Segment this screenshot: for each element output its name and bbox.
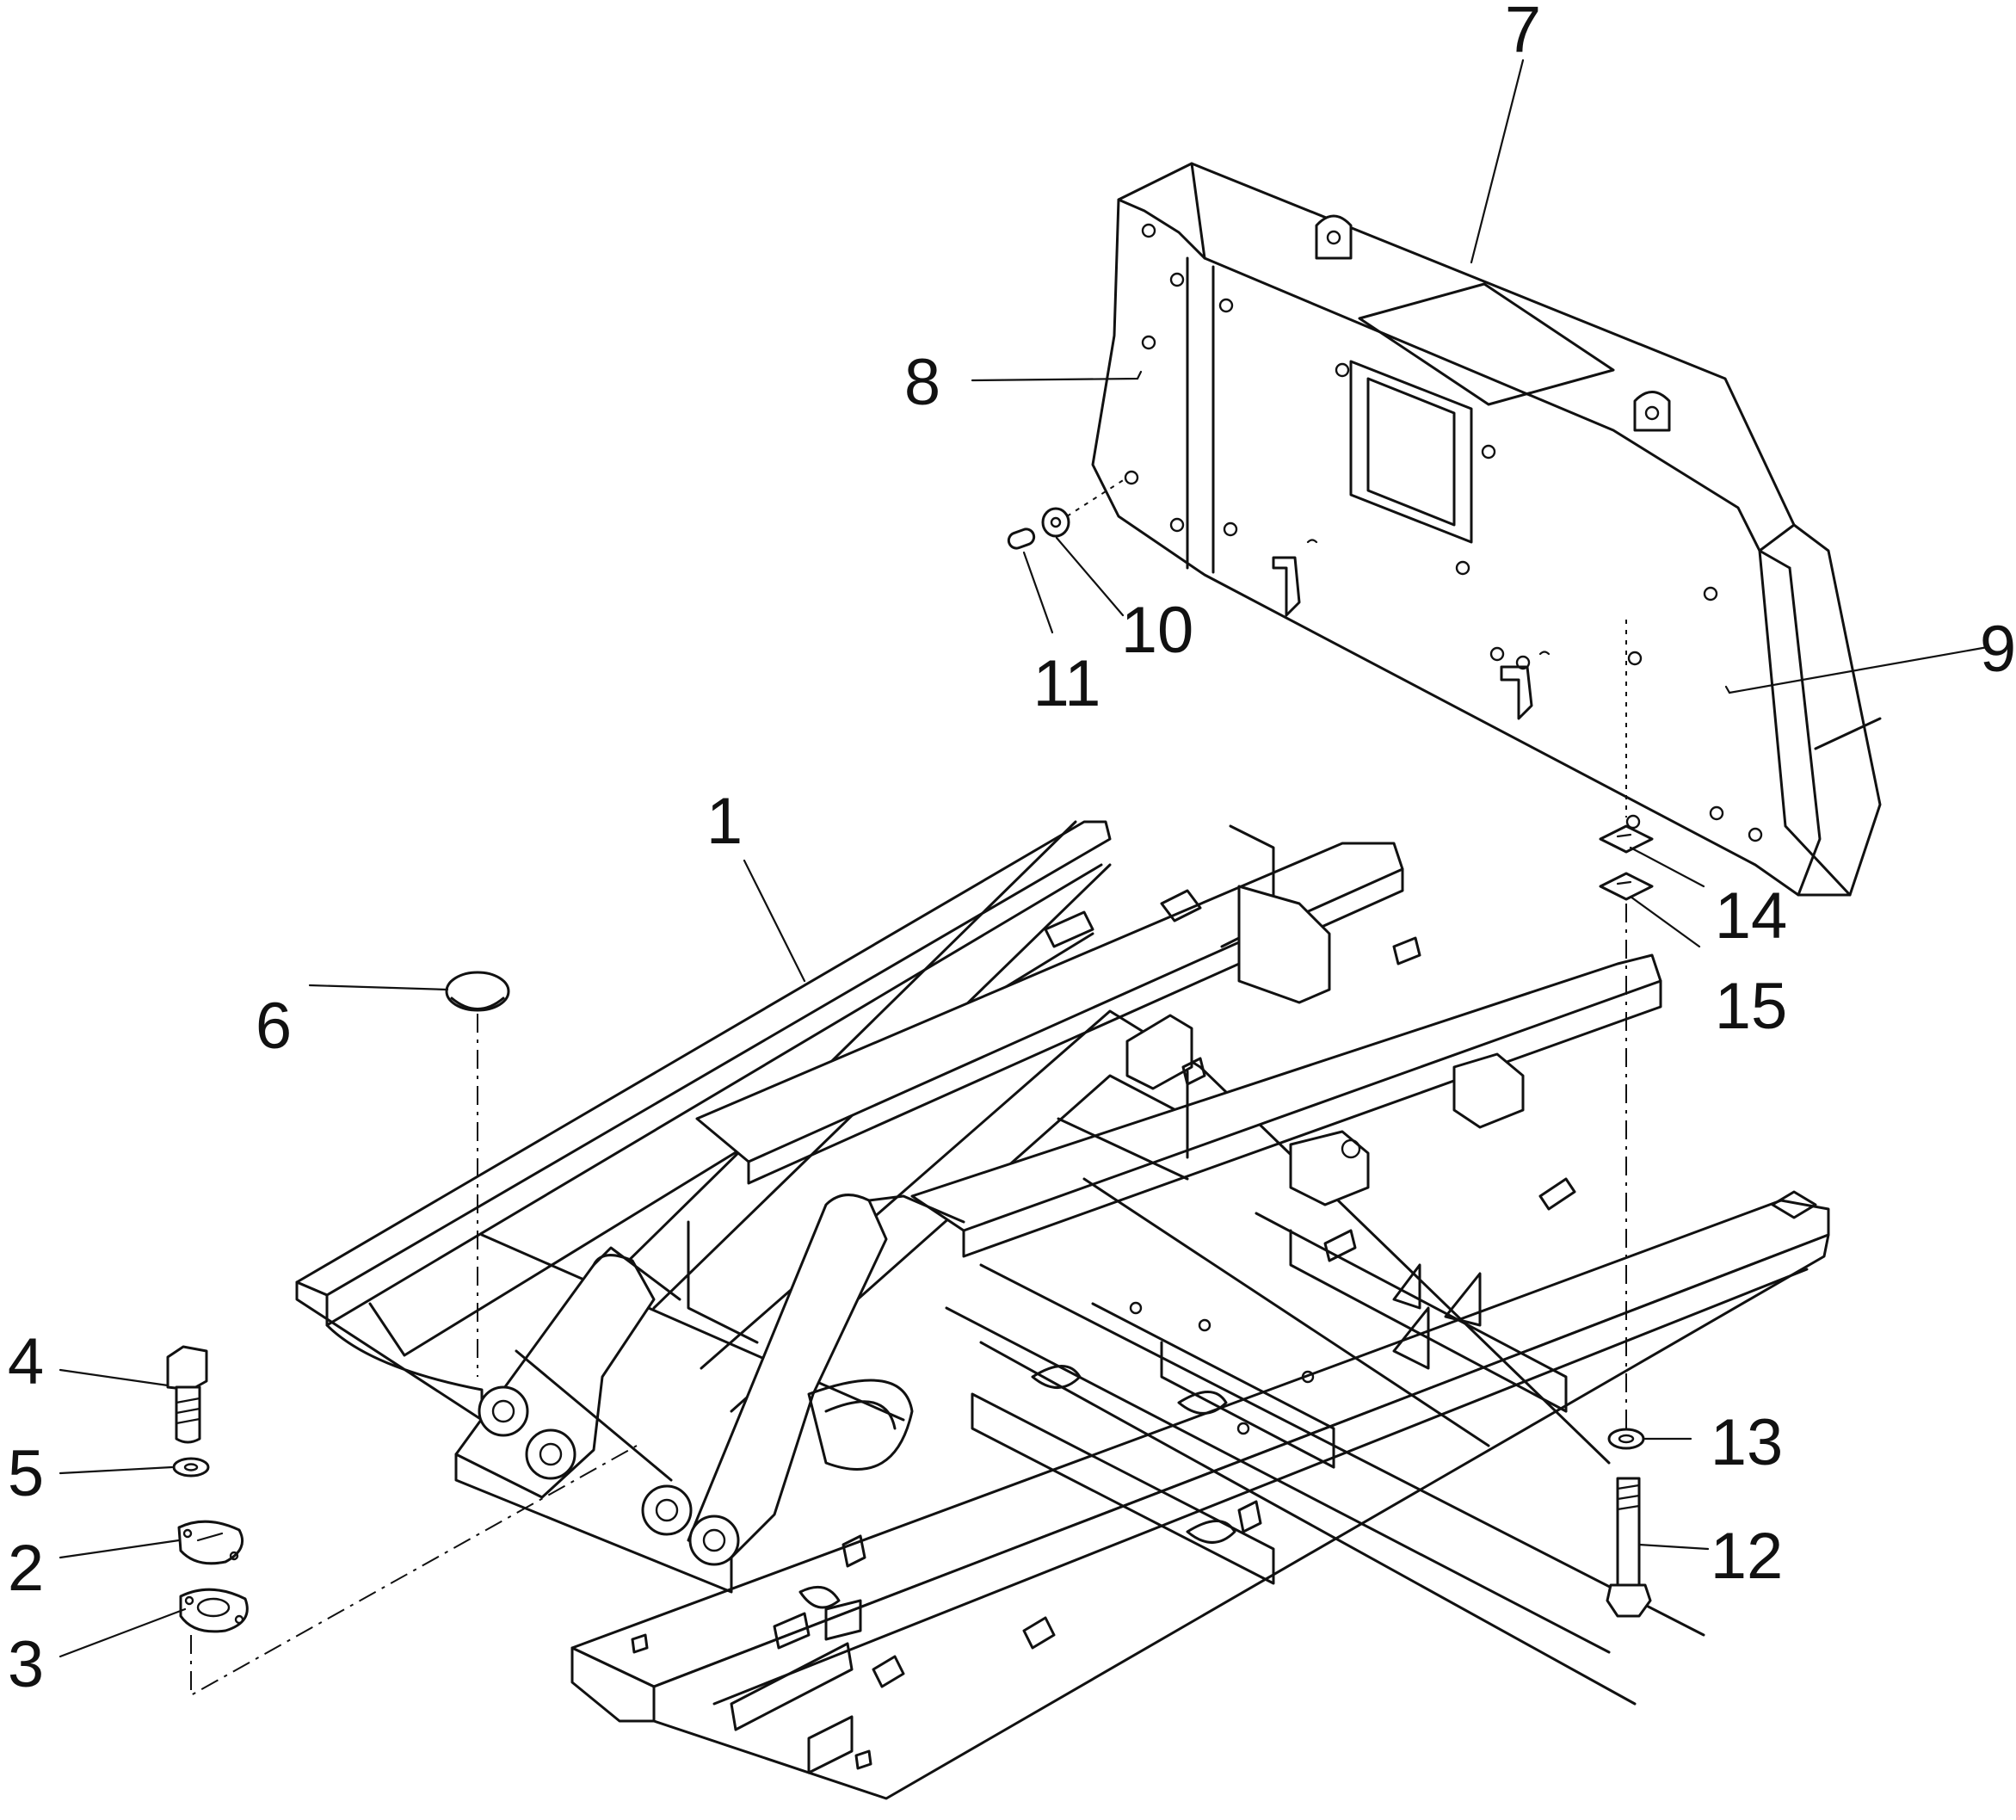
bolt-part-12 xyxy=(1606,1477,1652,1618)
assembly-center-lines xyxy=(190,477,1627,1697)
callout-11: 11 xyxy=(1033,647,1101,720)
callout-14: 14 xyxy=(1715,879,1788,953)
cover-part-2 xyxy=(177,1520,244,1565)
washer-part-5 xyxy=(172,1457,210,1478)
plug-part-6 xyxy=(445,971,510,1012)
callout-4: 4 xyxy=(8,1325,44,1398)
callout-10: 10 xyxy=(1121,594,1194,667)
callout-3: 3 xyxy=(8,1628,44,1701)
callout-8: 8 xyxy=(904,346,940,419)
callout-1: 1 xyxy=(706,785,743,858)
callout-12: 12 xyxy=(1711,1520,1784,1593)
callout-5: 5 xyxy=(8,1437,44,1510)
leader-lines xyxy=(59,59,1989,1658)
counterweight-part-7 xyxy=(1091,162,1882,897)
callout-6: 6 xyxy=(256,990,292,1063)
callout-7: 7 xyxy=(1505,0,1541,66)
washer-part-10 xyxy=(1041,507,1070,538)
callout-13: 13 xyxy=(1711,1406,1784,1479)
callout-2: 2 xyxy=(8,1532,44,1605)
callout-9: 9 xyxy=(1980,613,2016,686)
revolving-frame-part-1 xyxy=(295,820,1830,1800)
spacer-part-11 xyxy=(1007,527,1036,550)
gasket-part-3 xyxy=(179,1588,249,1633)
washer-part-13 xyxy=(1607,1428,1645,1450)
shim-part-15 xyxy=(1599,872,1654,901)
callout-15: 15 xyxy=(1715,970,1788,1043)
bolt-part-4 xyxy=(166,1345,208,1444)
shim-part-14 xyxy=(1599,824,1654,854)
